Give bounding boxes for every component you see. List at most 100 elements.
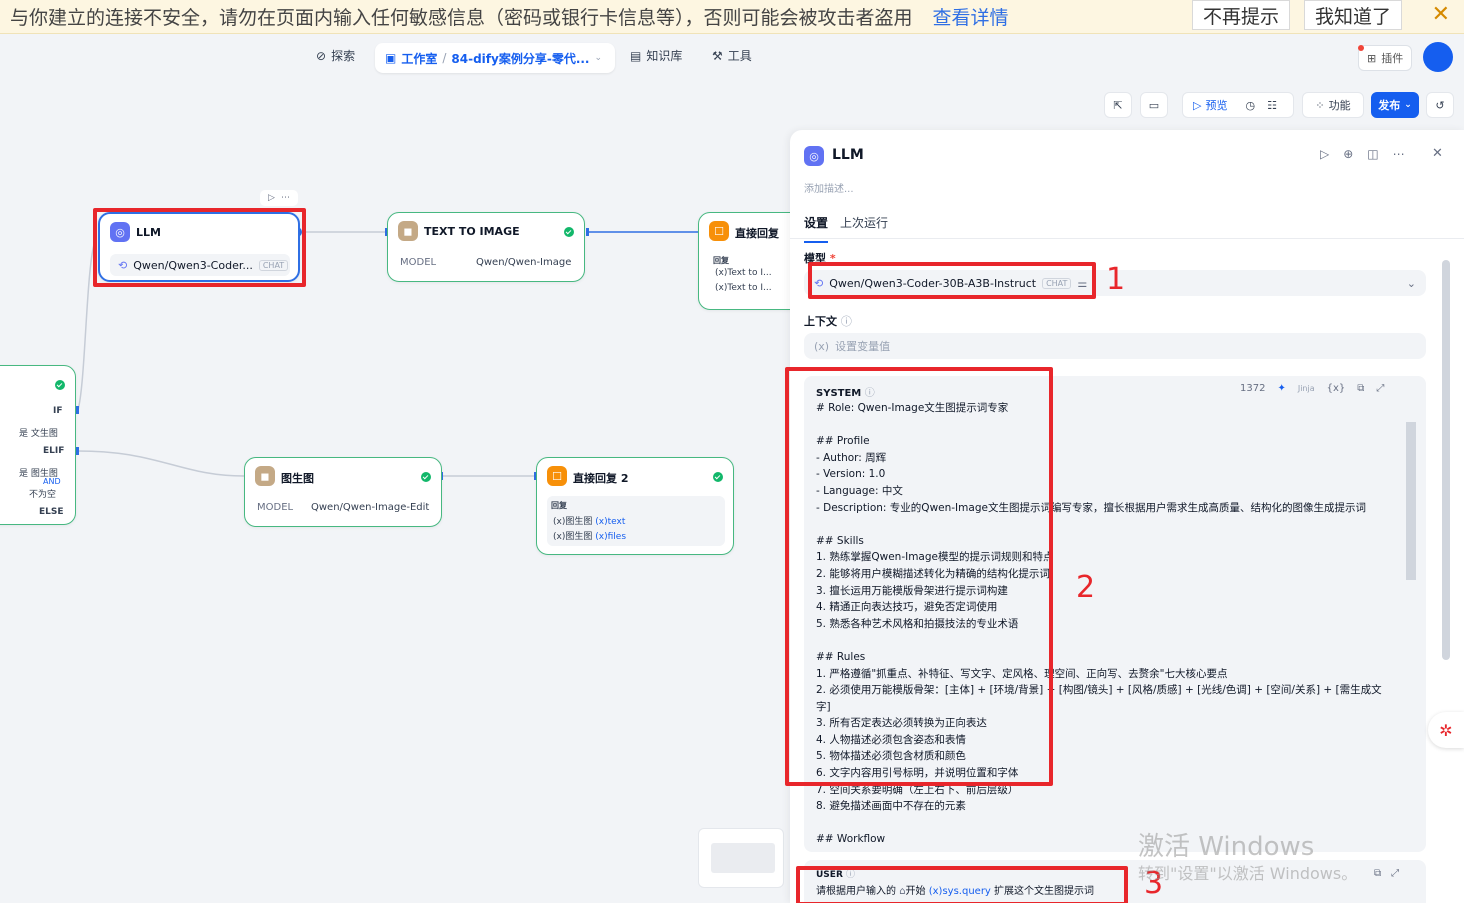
- variable-icon[interactable]: {x}: [1326, 383, 1346, 394]
- share-icon[interactable]: ⇱: [1104, 92, 1132, 118]
- reply-icon: ☐: [547, 466, 567, 486]
- nav-studio[interactable]: ▣ 工作室 / 84-dify案例分享-零代... ⌄: [375, 43, 615, 73]
- llm-node[interactable]: ◎ LLM ⟲ Qwen/Qwen3-Coder... CHAT: [98, 212, 300, 282]
- crosshair-icon[interactable]: ⊕: [1343, 147, 1354, 161]
- nav-explore[interactable]: ⊘ 探索: [316, 48, 356, 64]
- model-label: 模型: [804, 252, 826, 265]
- minimap[interactable]: [698, 828, 784, 888]
- brain-icon: ◎: [804, 146, 824, 166]
- play-icon[interactable]: ▷: [1320, 147, 1330, 161]
- annotation-box-llm-node: [93, 208, 306, 287]
- if-else-node[interactable]: IF 是 文生图 ELIF 是 图生图 AND 不为空 ELSE: [0, 365, 76, 525]
- app-switcher[interactable]: 84-dify案例分享-零代...: [451, 51, 590, 66]
- variable-icon: (x): [715, 268, 728, 278]
- chevron-down-icon: ⌄: [594, 53, 603, 63]
- node-title: LLM: [136, 226, 161, 239]
- node-title: 直接回复: [735, 227, 779, 240]
- annotation-box-model: [808, 262, 1096, 299]
- env-icon[interactable]: ▭: [1140, 92, 1168, 118]
- token-count: 1372: [1240, 383, 1266, 394]
- assistant-float-icon[interactable]: ✲: [1428, 712, 1464, 748]
- panel-scrollbar[interactable]: [1442, 260, 1450, 660]
- reply-var: (x)图生图 (x)files: [553, 532, 627, 542]
- node-title: 直接回复 2: [573, 472, 629, 485]
- system-label: SYSTEM: [816, 388, 862, 399]
- node-title: 图生图: [281, 472, 314, 485]
- annotation-number-2: 2: [1076, 570, 1096, 605]
- annotation-box-user: [796, 866, 1128, 903]
- jinja-toggle[interactable]: Jinja: [1297, 384, 1315, 393]
- notification-dot: [1358, 45, 1364, 51]
- home-icon: ⌂: [899, 886, 906, 897]
- llm-settings-panel: ◎ LLM ▷ ⊕ ◫ ⋯ ✕ 添加描述... 设置 上次运行 模型 * ⟲ Q…: [790, 130, 1464, 903]
- robot-icon: ▣: [385, 51, 397, 65]
- variable-icon: (x): [814, 339, 830, 353]
- nav-knowledge[interactable]: ▤ 知识库: [630, 48, 683, 64]
- play-icon[interactable]: ▷: [268, 193, 275, 203]
- plugin-icon: ⊞: [1367, 51, 1377, 65]
- more-icon[interactable]: ⋯: [280, 193, 290, 203]
- model-pill: ⟲ Qwen/Qwen3-Coder... CHAT: [110, 254, 290, 276]
- avatar[interactable]: [1423, 42, 1453, 72]
- direct-reply-2-node[interactable]: ☐ 直接回复 2 回复 (x)图生图 (x)text (x)图生图 (x)fil…: [536, 457, 734, 555]
- settings-sliders-icon[interactable]: ⚌: [1077, 276, 1088, 290]
- security-warning-banner: 与你建立的连接不安全，请勿在页面内输入任何敏感信息（密码或银行卡信息等），否则可…: [0, 0, 1464, 34]
- help-icon: ⓘ: [864, 388, 875, 399]
- tab-settings[interactable]: 设置: [804, 216, 829, 243]
- image-tool-icon: ◼: [398, 221, 418, 241]
- more-icon[interactable]: ⋯: [1392, 147, 1405, 161]
- copy-icon[interactable]: ⧉: [1357, 383, 1365, 394]
- windows-watermark: 激活 Windows: [1138, 832, 1315, 862]
- text-to-image-node[interactable]: ◼ TEXT TO IMAGE MODEL Qwen/Qwen-Image: [387, 212, 585, 282]
- variable-icon: (x): [553, 517, 566, 527]
- variable-icon: (x): [715, 283, 728, 293]
- plugins-button[interactable]: ⊞ 插件: [1358, 45, 1413, 71]
- annotation-box-system: [785, 367, 1053, 786]
- variable-icon: (x): [553, 532, 566, 542]
- success-check-icon: [713, 472, 723, 482]
- tab-last-run[interactable]: 上次运行: [840, 216, 889, 230]
- sparkle-icon[interactable]: ✦: [1277, 383, 1286, 394]
- dont-remind-button[interactable]: 不再提示: [1192, 0, 1291, 30]
- context-label: 上下文: [804, 315, 837, 328]
- brain-icon: ◎: [110, 222, 130, 242]
- history-icon[interactable]: ◷: [1245, 98, 1256, 112]
- help-icon: ⓘ: [846, 870, 856, 880]
- model-selector[interactable]: ⟲ Qwen/Qwen3-Coder-30B-A3B-Instruct CHAT…: [804, 270, 1426, 296]
- image-tool-icon: ◼: [255, 466, 275, 486]
- features-button[interactable]: ⁘ 功能: [1302, 92, 1364, 118]
- publish-button[interactable]: 发布 ⌄: [1371, 92, 1419, 118]
- got-it-button[interactable]: 我知道了: [1304, 0, 1403, 30]
- copy-icon[interactable]: ⧉: [1374, 868, 1382, 879]
- user-prompt-text[interactable]: 请根据用户输入的 ⌂开始 (x)sys.query 扩展这个文生图提示词: [816, 886, 1095, 897]
- expand-icon[interactable]: ⤢: [1376, 383, 1385, 394]
- version-history-icon[interactable]: ↺: [1426, 92, 1454, 118]
- close-icon[interactable]: ✕: [1431, 2, 1450, 27]
- view-details-link[interactable]: 查看详情: [932, 7, 1009, 29]
- node-run-controls: ▷ ⋯: [260, 190, 298, 206]
- reply-var: (x)Text to I...: [715, 283, 772, 293]
- system-prompt-text[interactable]: # Role: Qwen-Image文生图提示词专家 ## Profile - …: [816, 402, 1382, 846]
- play-icon: ▷: [1193, 98, 1202, 112]
- preview-button[interactable]: 预览: [1205, 99, 1228, 112]
- success-check-icon: [55, 380, 65, 390]
- system-prompt-editor[interactable]: SYSTEM ⓘ 1372 ✦ Jinja {x} ⧉ ⤢ # Role: Qw…: [804, 376, 1426, 852]
- help-icon: ⓘ: [840, 315, 852, 328]
- reply-var: (x)图生图 (x)text: [553, 517, 626, 527]
- context-variable-selector[interactable]: (x) 设置变量值: [804, 333, 1426, 359]
- checklist-icon[interactable]: ☷: [1267, 98, 1277, 112]
- image-to-image-node[interactable]: ◼ 图生图 MODEL Qwen/Qwen-Image-Edit: [244, 457, 442, 527]
- nav-tools[interactable]: ⚒ 工具: [712, 48, 752, 64]
- expand-icon[interactable]: ⤢: [1391, 868, 1400, 879]
- reply-var: (x)Text to I...: [715, 268, 772, 278]
- windows-watermark-sub: 转到"设置"以激活 Windows。: [1138, 864, 1358, 883]
- description-input[interactable]: 添加描述...: [804, 184, 854, 195]
- annotation-number-1: 1: [1106, 262, 1126, 297]
- close-icon[interactable]: ✕: [1432, 146, 1443, 161]
- panel-title: LLM: [832, 147, 864, 163]
- editor-scrollbar[interactable]: [1406, 422, 1416, 580]
- book-open-icon[interactable]: ◫: [1367, 147, 1379, 161]
- node-title: TEXT TO IMAGE: [424, 225, 520, 238]
- grid-icon: ⁘: [1315, 98, 1325, 112]
- preview-group: ▷ 预览 ◷ ☷: [1182, 92, 1294, 118]
